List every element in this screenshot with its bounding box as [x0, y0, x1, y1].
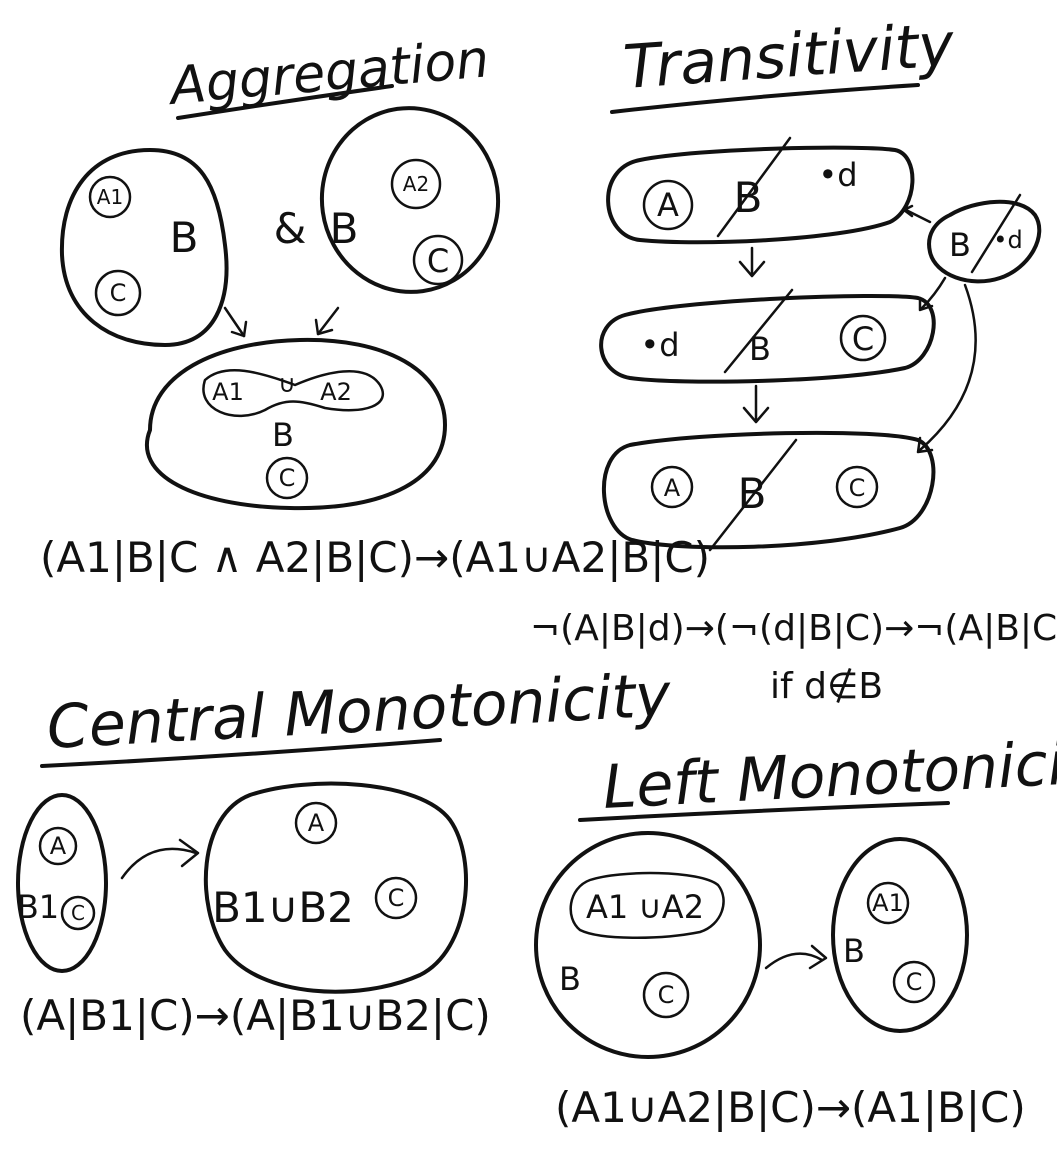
transitivity-side-arrow-low — [918, 283, 977, 452]
aggregation-title: Aggregation — [165, 29, 491, 117]
central-monotonicity-right-b-label: B1∪B2 — [212, 883, 354, 932]
central-monotonicity-left-b-label: B1 — [17, 888, 59, 926]
left-monotonicity-left-c-label: C — [658, 981, 675, 1009]
aggregation-arrow-right-head — [314, 318, 334, 336]
central-monotonicity-right-c-label: C — [388, 884, 405, 912]
aggregation-merged-oval — [145, 337, 447, 511]
left-monotonicity-union-blob — [569, 871, 725, 939]
transitivity-row3-a-circle — [650, 465, 694, 509]
transitivity-row2-b-label: B — [749, 330, 771, 368]
transitivity-side-arrow-mid — [920, 276, 947, 310]
transitivity-arrow-2-head — [742, 406, 770, 424]
left-monotonicity-underline — [578, 801, 950, 822]
transitivity-side-arrow-top — [904, 208, 932, 224]
central-monotonicity-arrow — [120, 847, 198, 880]
central-monotonicity-left-a-label: A — [50, 832, 67, 860]
transitivity-row3-a-label: A — [664, 474, 681, 502]
transitivity-row3-c-label: C — [849, 474, 866, 502]
left-monotonicity-right-b-label: B — [843, 932, 865, 970]
left-monotonicity-right-a-label: A1 — [872, 889, 904, 917]
transitivity-row1-a-label: A — [657, 186, 679, 224]
aggregation-merged-a2: A2 — [320, 378, 352, 406]
aggregation-left-c-label: C — [110, 279, 127, 307]
left-monotonicity-formula: (A1∪A2|B|C)→(A1|B|C) — [555, 1083, 1026, 1132]
transitivity-row2-c-circle — [839, 314, 887, 362]
aggregation-left-b-label: B — [170, 213, 199, 262]
aggregation-merged-b: B — [272, 416, 294, 454]
aggregation-arrow-left-head — [230, 320, 248, 338]
aggregation-left-c-circle — [94, 269, 142, 317]
transitivity-row2-d-label: •d — [640, 326, 679, 364]
aggregation-left-circle — [59, 148, 229, 347]
aggregation-merged-c-circle — [265, 456, 309, 500]
transitivity-row2-strike — [723, 288, 794, 374]
aggregation-title-underline — [176, 84, 394, 120]
transitivity-side-strike — [970, 193, 1022, 274]
transitivity-arrow-1-head — [738, 260, 766, 278]
transitivity-row1-strike — [716, 136, 792, 238]
central-monotonicity-left-oval — [16, 793, 108, 973]
transitivity-row3-oval — [601, 430, 936, 550]
aggregation-merged-c-label: C — [279, 464, 296, 492]
left-monotonicity-right-c-circle — [892, 960, 936, 1004]
left-monotonicity-right-oval — [831, 837, 969, 1033]
aggregation-amp: & — [274, 204, 307, 253]
transitivity-side-arrow-top-head — [902, 204, 914, 218]
left-monotonicity-arrow — [764, 952, 824, 970]
aggregation-union-blob — [202, 369, 384, 418]
left-monotonicity-left-circle — [534, 831, 762, 1059]
aggregation-left-a-label: A1 — [97, 185, 123, 209]
transitivity-side-d-label: •d — [993, 226, 1022, 254]
aggregation-arrow-right — [316, 306, 340, 336]
transitivity-side-arrow-mid-head — [918, 296, 934, 312]
aggregation-left-a-circle — [88, 175, 132, 219]
left-monotonicity-left-b-label: B — [559, 960, 581, 998]
transitivity-row2-oval — [599, 293, 936, 384]
central-monotonicity-right-c-circle — [374, 876, 418, 920]
transitivity-side-b-label: B — [949, 226, 971, 264]
transitivity-title-underline — [610, 83, 920, 114]
aggregation-merged-union: ∪ — [278, 370, 296, 398]
transitivity-row3-strike — [708, 438, 798, 552]
central-monotonicity-arrow-head — [178, 838, 200, 868]
central-monotonicity-right-oval — [203, 781, 468, 994]
central-monotonicity-left-c-label: C — [71, 901, 85, 925]
left-monotonicity-left-c-circle — [642, 971, 690, 1019]
aggregation-right-c-circle — [412, 234, 464, 286]
transitivity-panel: Transitivity A B •d •d B C A B C B — [530, 10, 1057, 707]
transitivity-title: Transitivity — [621, 10, 957, 103]
aggregation-right-a-label: A2 — [403, 172, 429, 196]
aggregation-panel: Aggregation A1 B C & A2 B C A1 ∪ A2 B C … — [40, 29, 710, 582]
transitivity-side-oval — [927, 199, 1042, 284]
central-monotonicity-right-a-label: A — [308, 809, 325, 837]
aggregation-formula: (A1|B|C ∧ A2|B|C)→(A1∪A2|B|C) — [40, 533, 710, 582]
aggregation-right-b-label: B — [330, 204, 359, 253]
central-monotonicity-left-a-circle — [38, 826, 78, 866]
transitivity-row2-c-label: C — [852, 320, 874, 358]
central-monotonicity-right-a-circle — [294, 801, 338, 845]
aggregation-right-c-label: C — [427, 242, 449, 280]
left-monotonicity-left-a-label: A1 ∪A2 — [586, 888, 704, 926]
transitivity-side-arrow-low-head — [916, 436, 934, 454]
left-monotonicity-arrow-head — [808, 944, 828, 970]
central-monotonicity-underline — [40, 738, 442, 768]
central-monotonicity-formula: (A|B1|C)→(A|B1∪B2|C) — [20, 991, 491, 1040]
left-monotonicity-panel: Left Monotonicity A1 ∪A2 B C A1 B C (A1∪… — [534, 726, 1057, 1132]
transitivity-formula: ¬(A|B|d)→(¬(d|B|C)→¬(A|B|C)) — [530, 608, 1057, 649]
left-monotonicity-right-c-label: C — [906, 968, 923, 996]
transitivity-row1-oval — [606, 145, 915, 245]
aggregation-right-circle — [319, 106, 501, 294]
central-monotonicity-left-c-circle — [60, 895, 96, 931]
transitivity-row1-d-label: •d — [818, 156, 857, 194]
left-monotonicity-right-a-circle — [866, 881, 910, 925]
transitivity-row3-c-circle — [835, 465, 879, 509]
transitivity-row1-a-circle — [642, 179, 694, 231]
aggregation-arrow-left — [223, 306, 246, 338]
aggregation-right-a-circle — [390, 158, 442, 210]
transitivity-condition: if d∉B — [770, 666, 883, 707]
aggregation-merged-a1: A1 — [212, 378, 244, 406]
